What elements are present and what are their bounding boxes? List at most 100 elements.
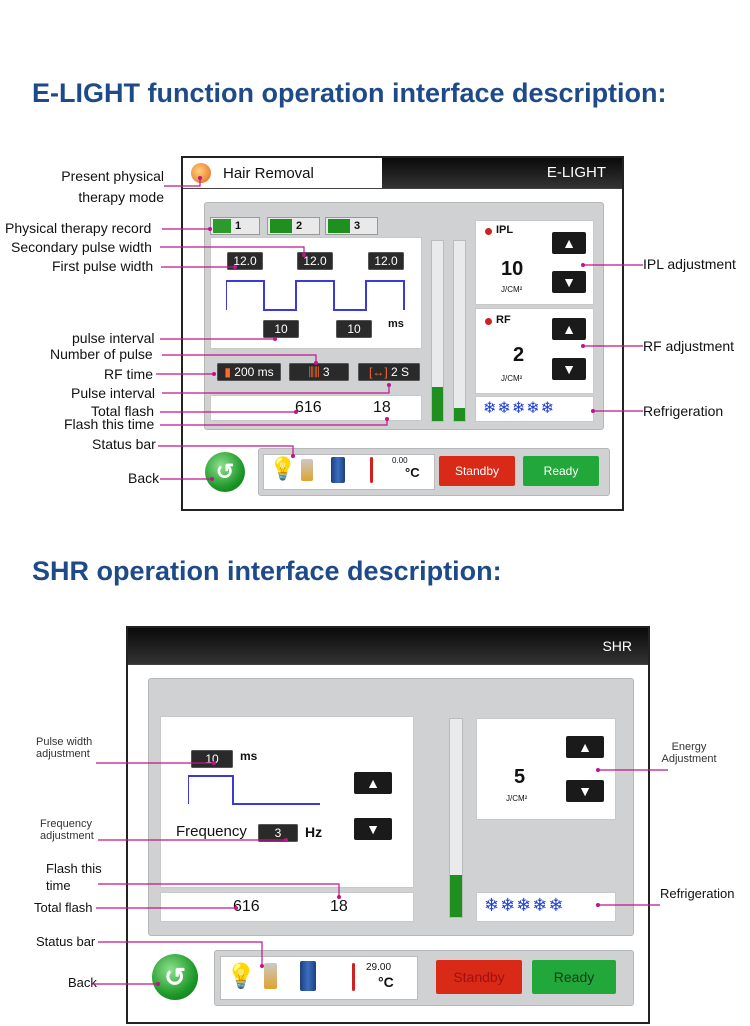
ipl-up-button[interactable]: ▲ [552, 232, 586, 254]
back-button[interactable]: ↺ [205, 452, 245, 492]
interval-icon: [↔] [368, 365, 388, 379]
pulse-count-icon: ⫼⫼ [308, 365, 320, 379]
shr-callout-back: Back [68, 975, 97, 990]
shr-refrigeration-box [476, 892, 616, 922]
mode-icon [191, 163, 211, 183]
callout-flash-this: Flash this time [64, 416, 155, 432]
shr-heading: SHR operation interface description: [32, 556, 502, 586]
total-flash-value: 616 [295, 399, 322, 416]
first-pulse-width[interactable]: 12.0 [227, 252, 263, 270]
energy-panel [476, 718, 616, 820]
callout-rf-time: RF time [104, 366, 153, 382]
ipl-indicator-dot [485, 228, 492, 235]
shr-back-arrow-icon: ↺ [164, 962, 186, 992]
standby-button[interactable]: Standby [439, 456, 515, 486]
shr-refrigeration-icons[interactable]: ❄❄❄❄❄ [484, 895, 565, 915]
shr-callout-flash-this: Flash this time [46, 861, 102, 893]
energy-down-button[interactable]: ▼ [566, 780, 604, 802]
frequency-unit: Hz [305, 824, 323, 840]
pulse-width-down-button[interactable]: ▼ [354, 818, 392, 840]
rf-up-button[interactable]: ▲ [552, 318, 586, 340]
elight-heading: E-LIGHT function operation interface des… [32, 78, 667, 108]
status-bar [263, 454, 435, 490]
rf-down-button[interactable]: ▼ [552, 358, 586, 380]
refrigeration-box [475, 396, 594, 422]
callout-rf-adj: RF adjustment [643, 338, 735, 354]
shr-titlebar: SHR [128, 628, 648, 665]
shr-total-flash-value: 616 [233, 898, 260, 915]
shr-lamp-icon: 💡 [226, 963, 256, 990]
callout-ipl-adj: IPL adjustment [643, 256, 736, 272]
record-tab-1[interactable]: 1 [210, 217, 260, 235]
pulse-interval-2[interactable]: 10 [336, 320, 372, 338]
callout-pulse-interval2: Pulse interval [71, 385, 156, 401]
mode-label: Hair Removal [223, 165, 314, 182]
handpiece-icon [301, 459, 313, 481]
elight-titlebar: Hair Removal E-LIGHT [183, 158, 622, 189]
shr-flash-counter-box [160, 892, 414, 922]
rf-time[interactable]: ▮ 200 ms [217, 363, 281, 381]
shr-temperature-value: 29.00 [366, 962, 392, 973]
elight-title: E-LIGHT [382, 158, 622, 188]
rf-label: RF [496, 314, 511, 326]
shr-pulse-unit: ms [240, 749, 258, 763]
ipl-energy-bar [431, 240, 444, 422]
pulse-interval-1[interactable]: 10 [263, 320, 299, 338]
ipl-unit: J/CM² [501, 285, 523, 294]
shr-screen: SHR 10 ms Frequency 3 Hz ▲ ▼ 616 18 5 J/… [126, 626, 650, 1024]
rf-energy-bar [453, 240, 466, 422]
back-arrow-icon: ↺ [215, 459, 235, 484]
shr-callout-frequency: Frequency adjustment [40, 818, 94, 842]
shr-title: SHR [602, 638, 632, 654]
shr-callout-energy: Energy Adjustment [661, 741, 717, 765]
temperature-value: 0.00 [392, 456, 408, 465]
frequency-label: Frequency [176, 823, 247, 840]
shr-temperature-unit: °C [378, 974, 394, 990]
shr-ready-button[interactable]: Ready [532, 960, 616, 994]
shr-callout-status: Status bar [36, 934, 96, 949]
record-tab-2[interactable]: 2 [267, 217, 320, 235]
pulse-waveform [226, 280, 405, 311]
shr-energy-bar-fill [450, 875, 462, 917]
shr-pulse-area [160, 716, 414, 888]
shr-standby-button[interactable]: Standby [436, 960, 522, 994]
shr-pulse-waveform [188, 775, 320, 805]
callout-secondary: Secondary pulse width [11, 239, 152, 255]
temperature-unit: °C [405, 465, 420, 480]
tab-green-block [270, 219, 292, 233]
interval-unit: ms [388, 318, 404, 330]
shr-thermometer-icon [352, 963, 355, 991]
ipl-label: IPL [496, 224, 514, 236]
energy-up-button[interactable]: ▲ [566, 736, 604, 758]
shr-handpiece-icon [264, 963, 277, 989]
rf-time-icon: ▮ [224, 365, 231, 379]
ipl-down-button[interactable]: ▼ [552, 271, 586, 293]
pulse-interval-seconds[interactable]: [↔] 2 S [358, 363, 420, 381]
elight-screen: Hair Removal E-LIGHT 1 2 3 12.0 12.0 12.… [181, 156, 624, 511]
callout-present-mode: Present physical therapy mode [61, 168, 164, 205]
rf-unit: J/CM² [501, 374, 523, 383]
energy-unit: J/CM² [506, 794, 528, 803]
pulse-width-up-button[interactable]: ▲ [354, 772, 392, 794]
frequency-value[interactable]: 3 [258, 824, 298, 842]
third-pulse-width[interactable]: 12.0 [368, 252, 404, 270]
water-tank-icon [331, 457, 345, 483]
secondary-pulse-width[interactable]: 12.0 [297, 252, 333, 270]
record-tab-3[interactable]: 3 [325, 217, 378, 235]
number-of-pulse[interactable]: ⫼⫼ 3 [289, 363, 349, 381]
flash-this-time-value: 18 [373, 399, 391, 416]
refrigeration-icons[interactable]: ❄❄❄❄❄ [483, 400, 556, 417]
ready-button[interactable]: Ready [523, 456, 599, 486]
shr-water-tank-icon [300, 961, 316, 991]
shr-callout-refrig: Refrigeration [660, 886, 735, 901]
rf-value: 2 [513, 344, 525, 366]
callout-pulse-interval: pulse interval [72, 330, 155, 346]
folder-icon [213, 219, 231, 233]
ipl-value: 10 [501, 258, 524, 280]
callout-back: Back [128, 470, 160, 486]
rf-energy-bar-fill [454, 408, 465, 421]
callout-refrig: Refrigeration [643, 403, 724, 419]
shr-pulse-width[interactable]: 10 [191, 750, 233, 768]
shr-callout-total-flash: Total flash [34, 900, 93, 915]
shr-back-button[interactable]: ↺ [152, 954, 198, 1000]
